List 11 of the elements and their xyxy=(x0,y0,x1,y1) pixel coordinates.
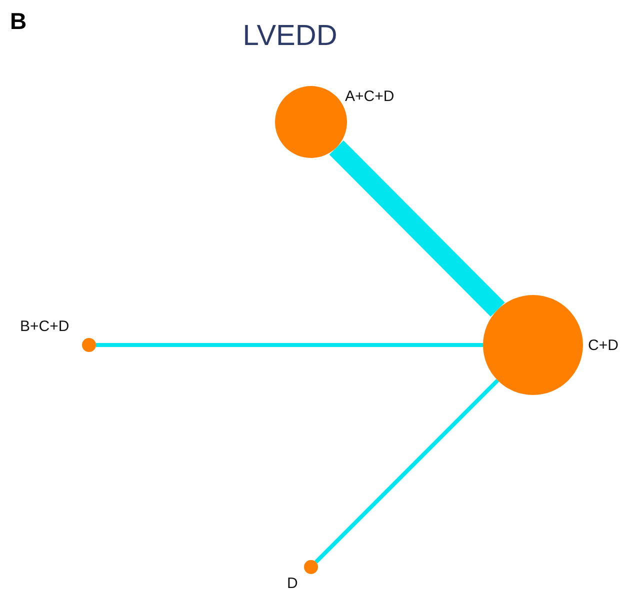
node-circle xyxy=(304,560,318,574)
node-label: D xyxy=(287,575,298,592)
line xyxy=(314,378,500,564)
node-circle xyxy=(82,338,96,352)
node-label: B+C+D xyxy=(20,318,70,335)
node-label: A+C+D xyxy=(345,88,394,105)
thick-line xyxy=(329,140,505,317)
title: LVEDD xyxy=(242,20,338,53)
line xyxy=(96,343,483,347)
panel-label: B xyxy=(10,8,27,35)
node-label: C+D xyxy=(588,337,618,354)
